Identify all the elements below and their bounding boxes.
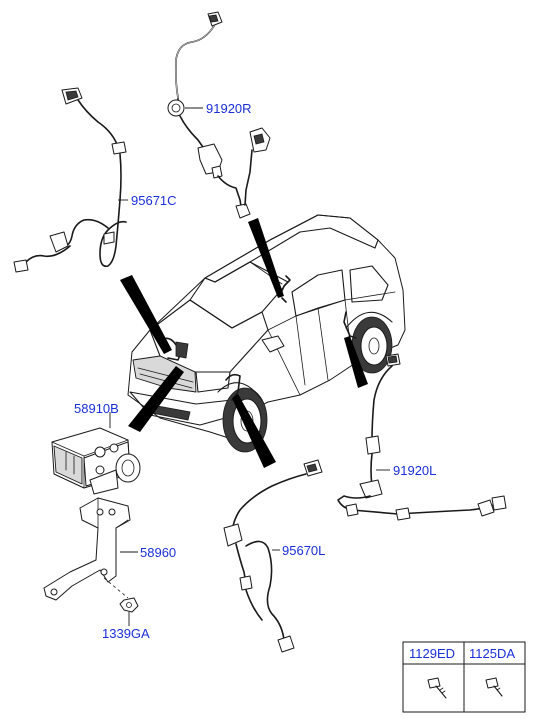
wheel-speed-sensor-rear-right: 91920R (167, 11, 271, 219)
label-95670l: 95670L (282, 543, 325, 558)
table-header-1129ed: 1129ED (409, 646, 455, 661)
abs-bracket: 58960 (43, 497, 176, 601)
wheel-speed-sensor-front-left: 95671C (13, 87, 177, 273)
label-58960: 58960 (140, 545, 176, 560)
bolt-table: 1129ED 1125DA (402, 641, 526, 713)
bolt-icon-1129ed (427, 677, 447, 699)
leader-wedges (120, 218, 368, 468)
label-1339ga: 1339GA (102, 626, 150, 641)
label-95671c: 95671C (131, 193, 177, 208)
label-91920l: 91920L (393, 463, 436, 478)
abs-hydraulic-unit: 58910B (51, 401, 141, 495)
nut: 1339GA (102, 577, 150, 641)
wheel-speed-sensor-rear-left: 91920L (337, 353, 507, 521)
bolt-icon-1125da (485, 677, 503, 697)
label-91920r: 91920R (206, 101, 252, 116)
label-58910b: 58910B (74, 401, 119, 416)
wheel-speed-sensor-front-right: 95670L (223, 459, 325, 653)
table-header-1125da: 1125DA (469, 646, 515, 661)
